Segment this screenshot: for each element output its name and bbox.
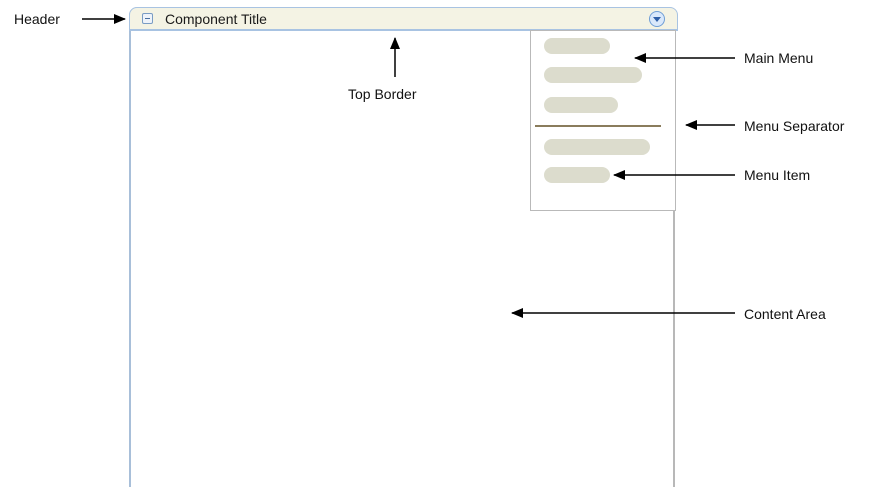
menu-item[interactable] — [544, 97, 618, 113]
menu-separator — [535, 125, 661, 127]
content-area-label: Content Area — [744, 306, 826, 322]
menu-item-label: Menu Item — [744, 167, 811, 183]
collapse-icon[interactable] — [142, 13, 153, 24]
menu-item[interactable] — [544, 167, 610, 183]
top-border-label: Top Border — [348, 86, 417, 102]
component-title: Component Title — [165, 11, 267, 27]
menu-item[interactable] — [544, 139, 650, 155]
menu-dropdown-icon[interactable] — [649, 11, 665, 27]
menu-separator-label: Menu Separator — [744, 118, 845, 134]
menu-item[interactable] — [544, 38, 610, 54]
main-menu-label: Main Menu — [744, 50, 814, 66]
component-header: Component Title — [129, 7, 678, 31]
menu-item[interactable] — [544, 67, 642, 83]
main-menu — [530, 30, 676, 211]
header-label: Header — [14, 11, 60, 27]
